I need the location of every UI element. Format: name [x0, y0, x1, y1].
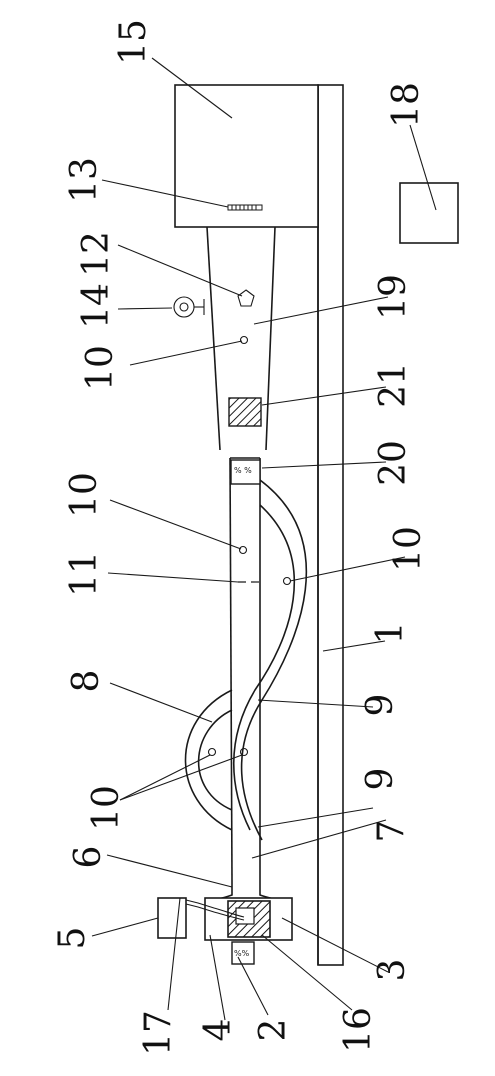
- label-9-lower: 9: [360, 768, 401, 791]
- camera-symbol: [173, 296, 205, 318]
- label-10-top: 10: [80, 345, 121, 391]
- measure-point: [238, 545, 248, 555]
- wire-17: [185, 899, 245, 918]
- leader-lines: [91, 57, 437, 1021]
- external-box: [157, 897, 187, 939]
- label-10-right: 10: [388, 526, 429, 572]
- label-5: 5: [52, 927, 93, 950]
- label-19: 19: [373, 274, 414, 320]
- bypass-pipe-right-inner: [233, 504, 295, 831]
- label-14: 14: [76, 283, 117, 329]
- label-10-upper: 10: [64, 472, 105, 518]
- tapered-duct: [206, 226, 276, 451]
- label-18: 18: [386, 82, 427, 128]
- pentagon-sensor: [237, 289, 255, 307]
- svg-text:% %: % %: [234, 466, 252, 475]
- slot-13: [227, 204, 263, 211]
- label-10-lower: 10: [86, 785, 127, 831]
- label-16: 16: [338, 1007, 379, 1053]
- measure-point: [239, 747, 249, 757]
- label-11: 11: [64, 551, 105, 597]
- bypass-pipe-left-inner: [184, 689, 233, 831]
- housing-box: [174, 84, 319, 228]
- block-20: % %: [230, 459, 261, 485]
- label-3: 3: [372, 959, 413, 982]
- block-21: [228, 397, 262, 427]
- label-6: 6: [68, 846, 109, 869]
- label-1: 1: [370, 622, 411, 645]
- label-17: 17: [138, 1010, 179, 1056]
- inner-block-16: [227, 900, 271, 938]
- block-2: %%: [231, 941, 255, 965]
- svg-text:%%: %%: [234, 949, 250, 958]
- measure-point: [207, 747, 217, 757]
- label-2: 2: [253, 1019, 294, 1042]
- label-15: 15: [113, 19, 154, 65]
- part-labels: 15 13 18 12 14 10 19 21 20 10 10 11 1 8 …: [52, 19, 429, 1056]
- label-13: 13: [64, 157, 105, 203]
- base-rail: [317, 84, 344, 966]
- label-21: 21: [373, 362, 414, 408]
- measure-point: [239, 335, 249, 345]
- main-channel: [229, 457, 261, 881]
- label-7: 7: [371, 820, 412, 843]
- label-8: 8: [66, 670, 107, 693]
- wire-17b: [185, 903, 245, 921]
- bypass-pipe-right-outer: [240, 479, 308, 841]
- label-20: 20: [373, 440, 414, 486]
- label-12: 12: [76, 231, 117, 277]
- measure-point: [282, 576, 292, 586]
- control-box: [399, 182, 459, 244]
- label-4: 4: [198, 1019, 239, 1042]
- label-9-upper: 9: [360, 694, 401, 717]
